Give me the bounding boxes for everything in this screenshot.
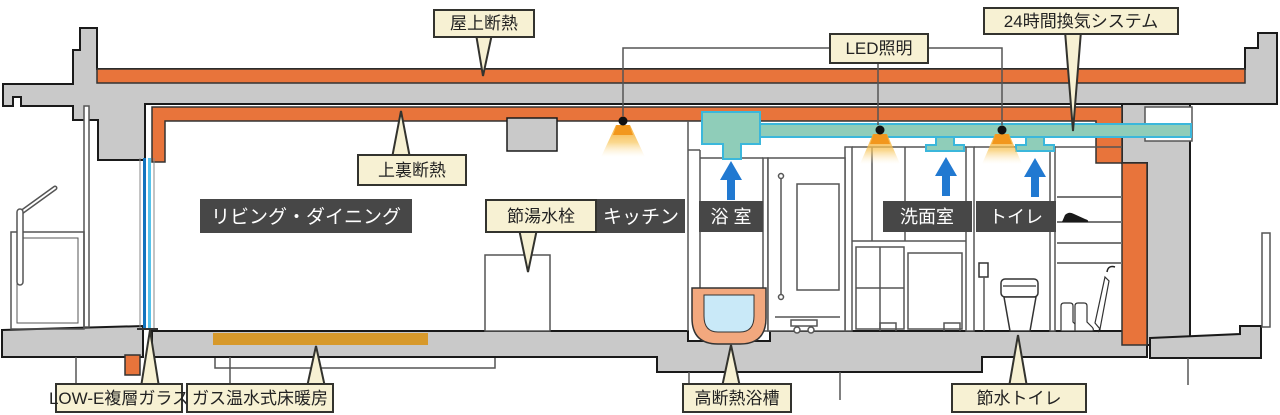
airflow-arrows — [720, 157, 1046, 200]
balcony-railing-outer — [10, 231, 85, 330]
label-gas-floor-heating — [186, 383, 334, 413]
ventilation-fan-unit — [701, 111, 761, 160]
bath-stool — [790, 319, 818, 327]
label-roof-insulation — [433, 9, 535, 38]
sneaker-icon — [1062, 212, 1089, 222]
label-water-saving-faucet-text: 節湯水栓 — [507, 207, 575, 226]
toilet-paper-holder — [978, 262, 989, 278]
corridor-slab — [1149, 325, 1262, 359]
boot-icon — [1074, 302, 1094, 332]
shoe-closet — [1057, 196, 1122, 333]
airflow-arrow-toilet — [1024, 158, 1046, 197]
room-labels: リビング・ダイニング キッチン 浴 室 洗面室 トイレ — [200, 199, 1056, 233]
label-toilet — [976, 201, 1056, 232]
led-lamp-kitchen — [618, 116, 628, 126]
bath-door-panel — [767, 157, 846, 334]
duct-branch-washroom — [925, 136, 965, 152]
slab-edge-insulation — [124, 354, 141, 376]
airflow-arrow-washroom — [935, 157, 957, 196]
label-led-lighting — [829, 33, 929, 64]
label-low-e-glass-text: LOW-E複層ガラス — [49, 389, 189, 408]
lower-room-outline — [214, 358, 496, 369]
label-bathroom — [699, 201, 763, 232]
led-lamp-toilet — [997, 125, 1007, 135]
floor-heating-strip — [213, 333, 428, 345]
label-gas-floor-heating-text: ガス温水式床暖房 — [192, 389, 328, 408]
label-led-lighting-text: LED照明 — [845, 39, 912, 58]
led-lamp-washroom — [875, 125, 885, 135]
label-water-saving-faucet — [485, 199, 597, 233]
kitchen-counter — [484, 254, 551, 332]
bath-water — [703, 294, 755, 333]
balcony — [10, 105, 90, 330]
label-bathroom-text: 浴 室 — [710, 207, 751, 227]
label-kitchen — [597, 199, 685, 233]
roof-slab — [2, 27, 1278, 161]
duct-branch-toilet — [1015, 136, 1055, 152]
feature-labels: 屋上断熱 24時間換気システム LED照明 上裏断熱 節湯水栓 LOW-E複層ガ… — [49, 7, 1179, 413]
umbrella-icon — [1094, 275, 1110, 331]
toilet-bowl — [1003, 296, 1037, 332]
laundry-pole-holder — [16, 208, 24, 286]
label-washroom-text: 洗面室 — [900, 207, 954, 227]
balcony-slab — [1, 324, 144, 358]
label-water-saving-toilet-text: 節水トイレ — [977, 389, 1062, 408]
balcony-railing-inner — [16, 237, 79, 324]
ventilation-duct — [756, 123, 1192, 138]
label-ventilation-24h — [983, 7, 1179, 35]
label-kitchen-text: キッチン — [603, 207, 679, 228]
label-insulated-bathtub — [682, 383, 792, 413]
low-e-window — [137, 158, 158, 330]
bathroom-fixtures — [691, 287, 767, 345]
led-wires — [622, 47, 1003, 125]
label-ventilation-24h-text: 24時間換気システム — [1004, 12, 1158, 31]
label-washroom — [883, 201, 972, 232]
label-living-dining — [200, 199, 412, 233]
airflow-arrow-bath — [720, 161, 742, 200]
ventilation-system — [701, 106, 1193, 160]
label-ceiling-insulation — [357, 154, 467, 186]
label-water-saving-toilet — [951, 383, 1087, 413]
ceiling-wall-insulation — [151, 106, 1148, 346]
label-toilet-text: トイレ — [989, 207, 1043, 227]
ceiling-beam-box — [506, 117, 558, 152]
label-low-e-glass — [55, 383, 183, 413]
toilet-tank — [1000, 278, 1039, 298]
roof-top-insulation — [96, 68, 1246, 84]
balcony-partition — [83, 105, 90, 328]
label-roof-insulation-text: 屋上断熱 — [450, 14, 518, 33]
label-living-dining-text: リビング・ダイニング — [211, 206, 401, 228]
interior-walls — [687, 121, 1122, 332]
led-lights — [601, 116, 1022, 164]
label-ceiling-insulation-text: 上裏断熱 — [378, 160, 446, 180]
insulation-layers — [96, 68, 1246, 376]
corridor-railing-post — [1261, 232, 1271, 328]
label-insulated-bathtub-text: 高断熱浴槽 — [695, 389, 780, 408]
toilet-fixtures — [978, 262, 1039, 332]
